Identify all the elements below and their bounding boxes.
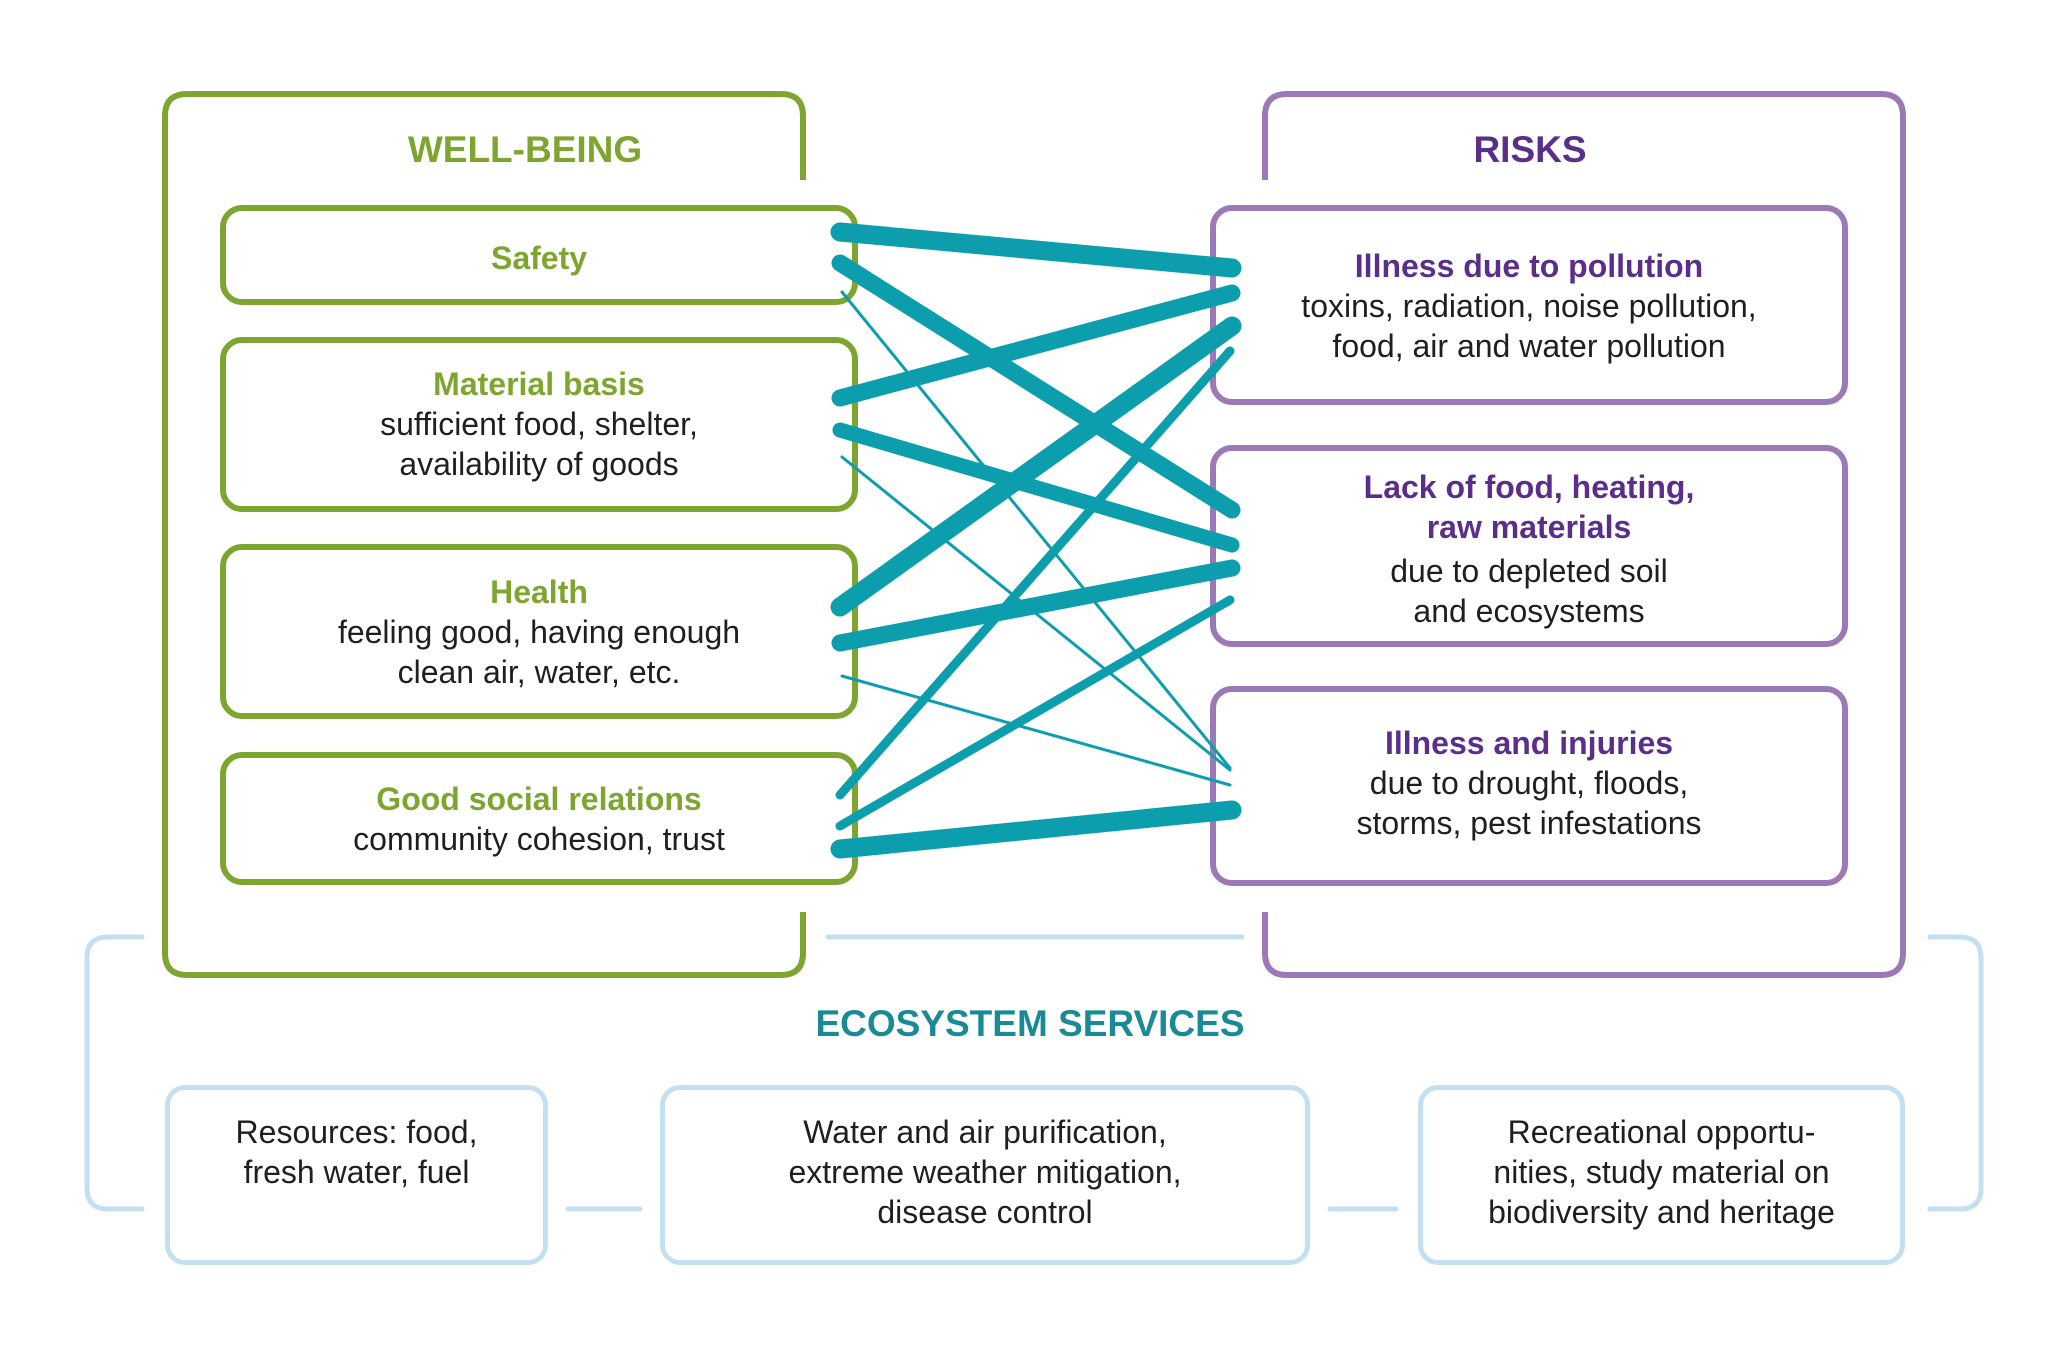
risk-box-injuries bbox=[1210, 686, 1848, 886]
risk-pollution-text: Illness due to pollution toxins, radiati… bbox=[1216, 246, 1842, 366]
link-material-pollution bbox=[831, 284, 1241, 407]
ecosystem-resources-line-2: fresh water, fuel bbox=[243, 1154, 470, 1190]
ecosystem-cultural-text: Recreational opportu- nities, study mate… bbox=[1423, 1112, 1900, 1232]
ecosystem-box-cultural bbox=[1418, 1085, 1905, 1265]
link-safety-pollution bbox=[830, 222, 1242, 278]
ecosystem-title: ECOSYSTEM SERVICES bbox=[815, 1003, 1245, 1044]
link-safety-injuries bbox=[840, 290, 1232, 770]
wellbeing-safety-text: Safety bbox=[226, 238, 852, 278]
wellbeing-health-heading: Health bbox=[490, 574, 588, 610]
wellbeing-box-health bbox=[220, 544, 858, 719]
wellbeing-material-line-2: availability of goods bbox=[399, 446, 679, 482]
wellbeing-box-social bbox=[220, 752, 858, 885]
ecosystem-cultural-line-1: Recreational opportu- bbox=[1507, 1114, 1816, 1150]
ecosystem-regulation-text: Water and air purification, extreme weat… bbox=[665, 1112, 1305, 1232]
risk-injuries-text: Illness and injuries due to drought, flo… bbox=[1216, 723, 1842, 843]
wellbeing-social-line-1: community cohesion, trust bbox=[353, 821, 725, 857]
ecosystem-regulation-line-2: extreme weather mitigation, bbox=[788, 1154, 1182, 1190]
wellbeing-box-material bbox=[220, 337, 858, 512]
link-social-injuries bbox=[830, 800, 1242, 859]
wellbeing-social-heading: Good social relations bbox=[376, 781, 702, 817]
risk-pollution-heading: Illness due to pollution bbox=[1354, 248, 1704, 284]
wellbeing-material-text: Material basis sufficient food, shelter,… bbox=[226, 364, 852, 484]
wellbeing-material-line-1: sufficient food, shelter, bbox=[380, 406, 698, 442]
wellbeing-safety-heading: Safety bbox=[490, 240, 588, 276]
link-health-lack bbox=[831, 559, 1241, 652]
risk-injuries-line-2: storms, pest infestations bbox=[1356, 805, 1702, 841]
ecosystem-cultural-line-3: biodiversity and heritage bbox=[1488, 1194, 1835, 1230]
ecosystem-cultural-line-2: nities, study material on bbox=[1493, 1154, 1830, 1190]
wellbeing-health-line-1: feeling good, having enough bbox=[337, 614, 741, 650]
link-social-pollution bbox=[835, 346, 1235, 800]
risk-lack-heading-1: Lack of food, heating, bbox=[1363, 469, 1695, 505]
ecosystem-box-regulation bbox=[660, 1085, 1310, 1265]
link-safety-lack bbox=[831, 254, 1241, 519]
wellbeing-box-safety bbox=[220, 205, 858, 305]
wellbeing-social-text: Good social relations community cohesion… bbox=[226, 779, 852, 859]
ecosystem-resources-text: Resources: food, fresh water, fuel bbox=[170, 1112, 543, 1192]
risk-injuries-line-1: due to drought, floods, bbox=[1369, 765, 1689, 801]
wellbeing-material-heading: Material basis bbox=[433, 366, 645, 402]
link-health-pollution bbox=[830, 316, 1242, 617]
ecosystem-box-resources bbox=[165, 1085, 548, 1265]
risk-lack-heading-2: raw materials bbox=[1426, 509, 1632, 545]
link-material-lack bbox=[832, 422, 1240, 553]
risk-box-pollution bbox=[1210, 205, 1848, 405]
wellbeing-title: WELL-BEING bbox=[407, 129, 643, 170]
wellbeing-health-line-2: clean air, water, etc. bbox=[397, 654, 681, 690]
risk-injuries-heading: Illness and injuries bbox=[1384, 725, 1674, 761]
risks-title: RISKS bbox=[1473, 129, 1587, 170]
ecosystem-resources-line-1: Resources: food, bbox=[235, 1114, 478, 1150]
risk-lack-line-2: and ecosystems bbox=[1413, 593, 1645, 629]
ecosystem-regulation-line-1: Water and air purification, bbox=[803, 1114, 1167, 1150]
wellbeing-health-text: Health feeling good, having enough clean… bbox=[226, 572, 852, 692]
risk-pollution-line-2: food, air and water pollution bbox=[1332, 328, 1726, 364]
risk-lack-line-1: due to depleted soil bbox=[1390, 553, 1668, 589]
ecosystem-regulation-line-3: disease control bbox=[877, 1194, 1093, 1230]
link-health-injuries bbox=[840, 674, 1232, 787]
risk-pollution-line-1: toxins, radiation, noise pollution, bbox=[1301, 288, 1757, 324]
risk-lack-text: Lack of food, heating, raw materials due… bbox=[1216, 467, 1842, 631]
link-social-lack bbox=[835, 595, 1235, 831]
